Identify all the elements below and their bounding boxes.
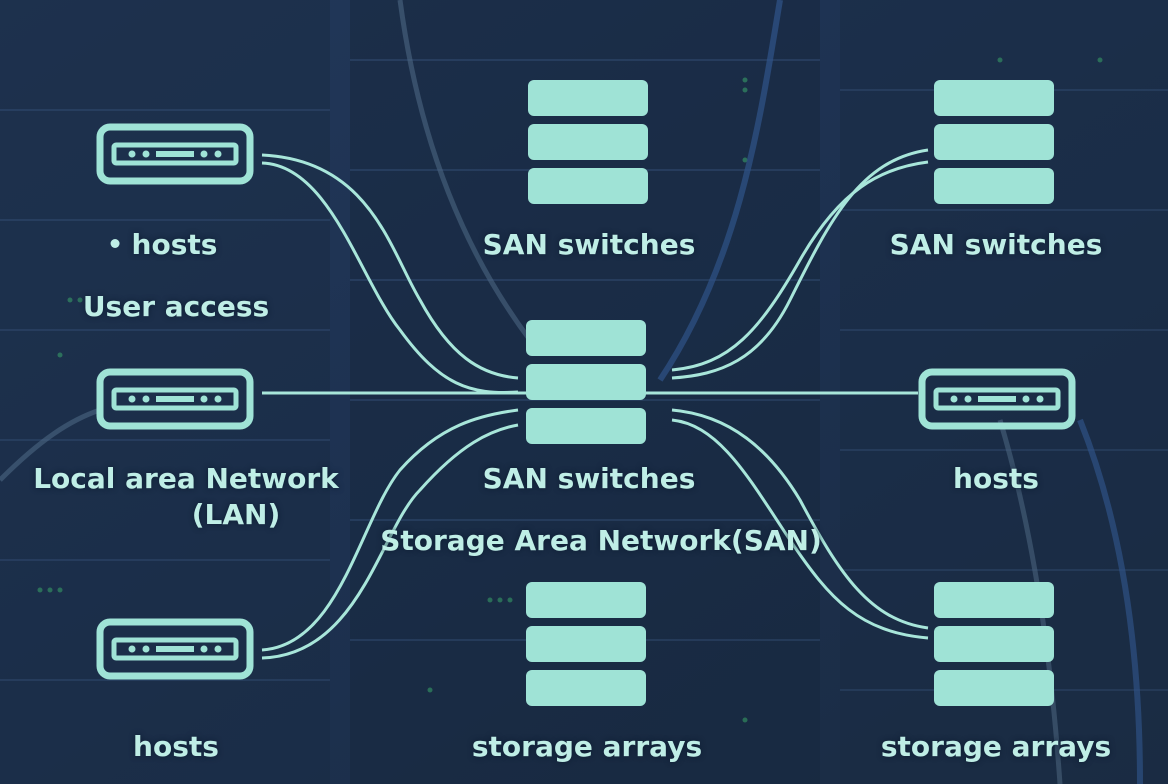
label-san-switches-center: SAN switches — [482, 462, 696, 495]
storage-array-icon-right — [934, 582, 1054, 706]
link-host-top-to-center-switch — [261, 153, 519, 380]
label-hosts-bottom: hosts — [133, 730, 219, 763]
link-center-switch-to-right-storage-2 — [671, 418, 929, 640]
label-hosts-top: hosts — [110, 228, 218, 262]
link-center-switch-to-right-storage — [671, 408, 929, 630]
label-hosts-right: hosts — [953, 462, 1039, 495]
label-san-switches-right: SAN switches — [889, 228, 1103, 261]
storage-array-icon-center — [526, 582, 646, 706]
label-hosts-top-text: hosts — [131, 228, 218, 261]
san-switch-icon-center — [526, 320, 646, 444]
link-host-bottom-to-center-switch — [261, 408, 519, 652]
link-center-switch-to-right-switch — [671, 148, 929, 380]
san-switch-icon-right — [934, 80, 1054, 204]
label-san-switches-top: SAN switches — [482, 228, 696, 261]
bullet-dot — [110, 238, 120, 248]
san-switch-icon-top — [528, 80, 648, 204]
link-center-switch-to-right-switch-2 — [671, 160, 929, 372]
label-storage-area-network: Storage Area Network(SAN) — [380, 524, 822, 557]
label-lan-line2: (LAN) — [191, 498, 281, 531]
label-lan-line1: Local area Network — [33, 462, 339, 495]
label-user-access: User access — [82, 290, 270, 323]
link-host-bottom-to-center-switch-2 — [261, 423, 519, 660]
label-storage-arrays-right: storage arrays — [880, 730, 1112, 763]
label-storage-arrays-center: storage arrays — [471, 730, 703, 763]
link-host-top-to-center-switch-2 — [261, 161, 519, 394]
